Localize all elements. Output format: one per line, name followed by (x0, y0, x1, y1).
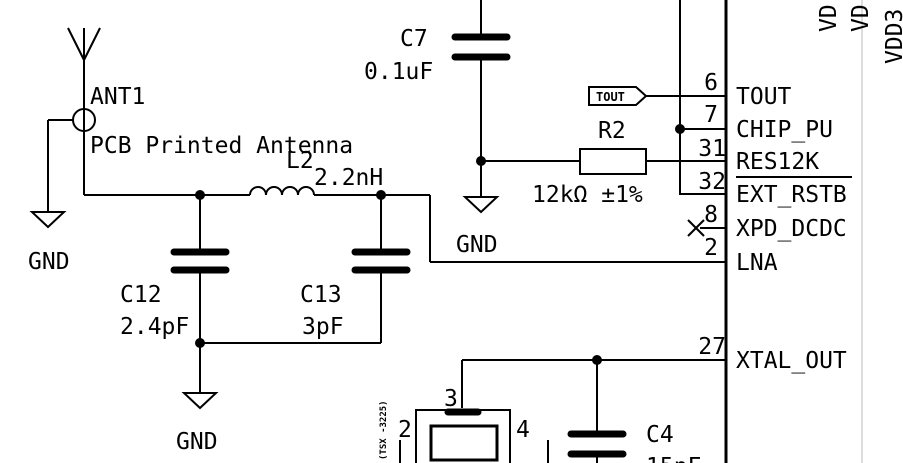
pin-name-xtal-out: XTAL_OUT (736, 348, 847, 374)
antenna-value: PCB Printed Antenna (90, 133, 353, 159)
pin-num-8: 8 (704, 202, 718, 228)
junction-r2 (476, 156, 486, 166)
l2-ref: L2 (286, 148, 314, 174)
crystal-pin2-num: 2 (398, 417, 412, 443)
tout-net-label-text: TOUT (596, 90, 625, 104)
gnd-label-c12: GND (176, 429, 218, 455)
resistor-r2 (579, 148, 647, 175)
pin-num-27: 27 (698, 334, 726, 360)
gnd-label-antenna: GND (28, 249, 70, 275)
r2-ref: R2 (598, 118, 626, 144)
pin-name-ext-rstb: EXT_RSTB (736, 182, 847, 208)
crystal-package-label: (TSX -3225) (379, 400, 389, 460)
c13-ref: C13 (300, 282, 342, 308)
crystal-pin3-num: 3 (444, 386, 458, 412)
pin-name-lna: LNA (736, 250, 778, 276)
pin-name-chip-pu: CHIP_PU (736, 117, 833, 143)
c4-ref: C4 (646, 422, 674, 448)
c7-value: 0.1uF (364, 59, 433, 85)
c12-value: 2.4pF (120, 314, 189, 340)
crystal-pin4-num: 4 (516, 417, 530, 443)
no-connect-mark-b (687, 219, 705, 237)
pin-name-res12k: RES12K (736, 149, 819, 175)
power-label-vd1: VD (816, 4, 842, 32)
gnd-symbol-c7 (462, 196, 500, 214)
antenna-ref: ANT1 (90, 84, 145, 110)
junction-pin7 (675, 124, 685, 134)
l2-value: 2.2nH (314, 165, 383, 191)
crystal-package-outline (415, 409, 511, 463)
inductor-l2 (249, 186, 315, 196)
r2-value: 12kΩ ±1% (532, 182, 643, 208)
crystal-body (429, 424, 499, 462)
pin-num-2: 2 (704, 235, 718, 261)
tout-net-label (588, 86, 648, 106)
antenna-element-left (67, 27, 85, 61)
gnd-symbol-c12 (181, 392, 219, 410)
power-label-vd2: VD (848, 4, 874, 32)
pin-num-7: 7 (704, 102, 718, 128)
pin-name-tout: TOUT (736, 84, 792, 110)
c4-value: 15pF (646, 454, 701, 463)
power-label-vdd3: VDD3 (882, 9, 903, 64)
pin-name-xpd-dcdc: XPD_DCDC (736, 216, 847, 242)
antenna-element-right (83, 27, 101, 61)
c13-value: 3pF (302, 314, 344, 340)
pin-num-32: 32 (698, 169, 726, 195)
c12-ref: C12 (120, 282, 162, 308)
gnd-symbol-antenna (29, 211, 67, 229)
c7-ref: C7 (400, 26, 428, 52)
pin-num-6: 6 (704, 70, 718, 96)
gnd-label-c7: GND (456, 232, 498, 258)
pin-num-31: 31 (698, 136, 726, 162)
